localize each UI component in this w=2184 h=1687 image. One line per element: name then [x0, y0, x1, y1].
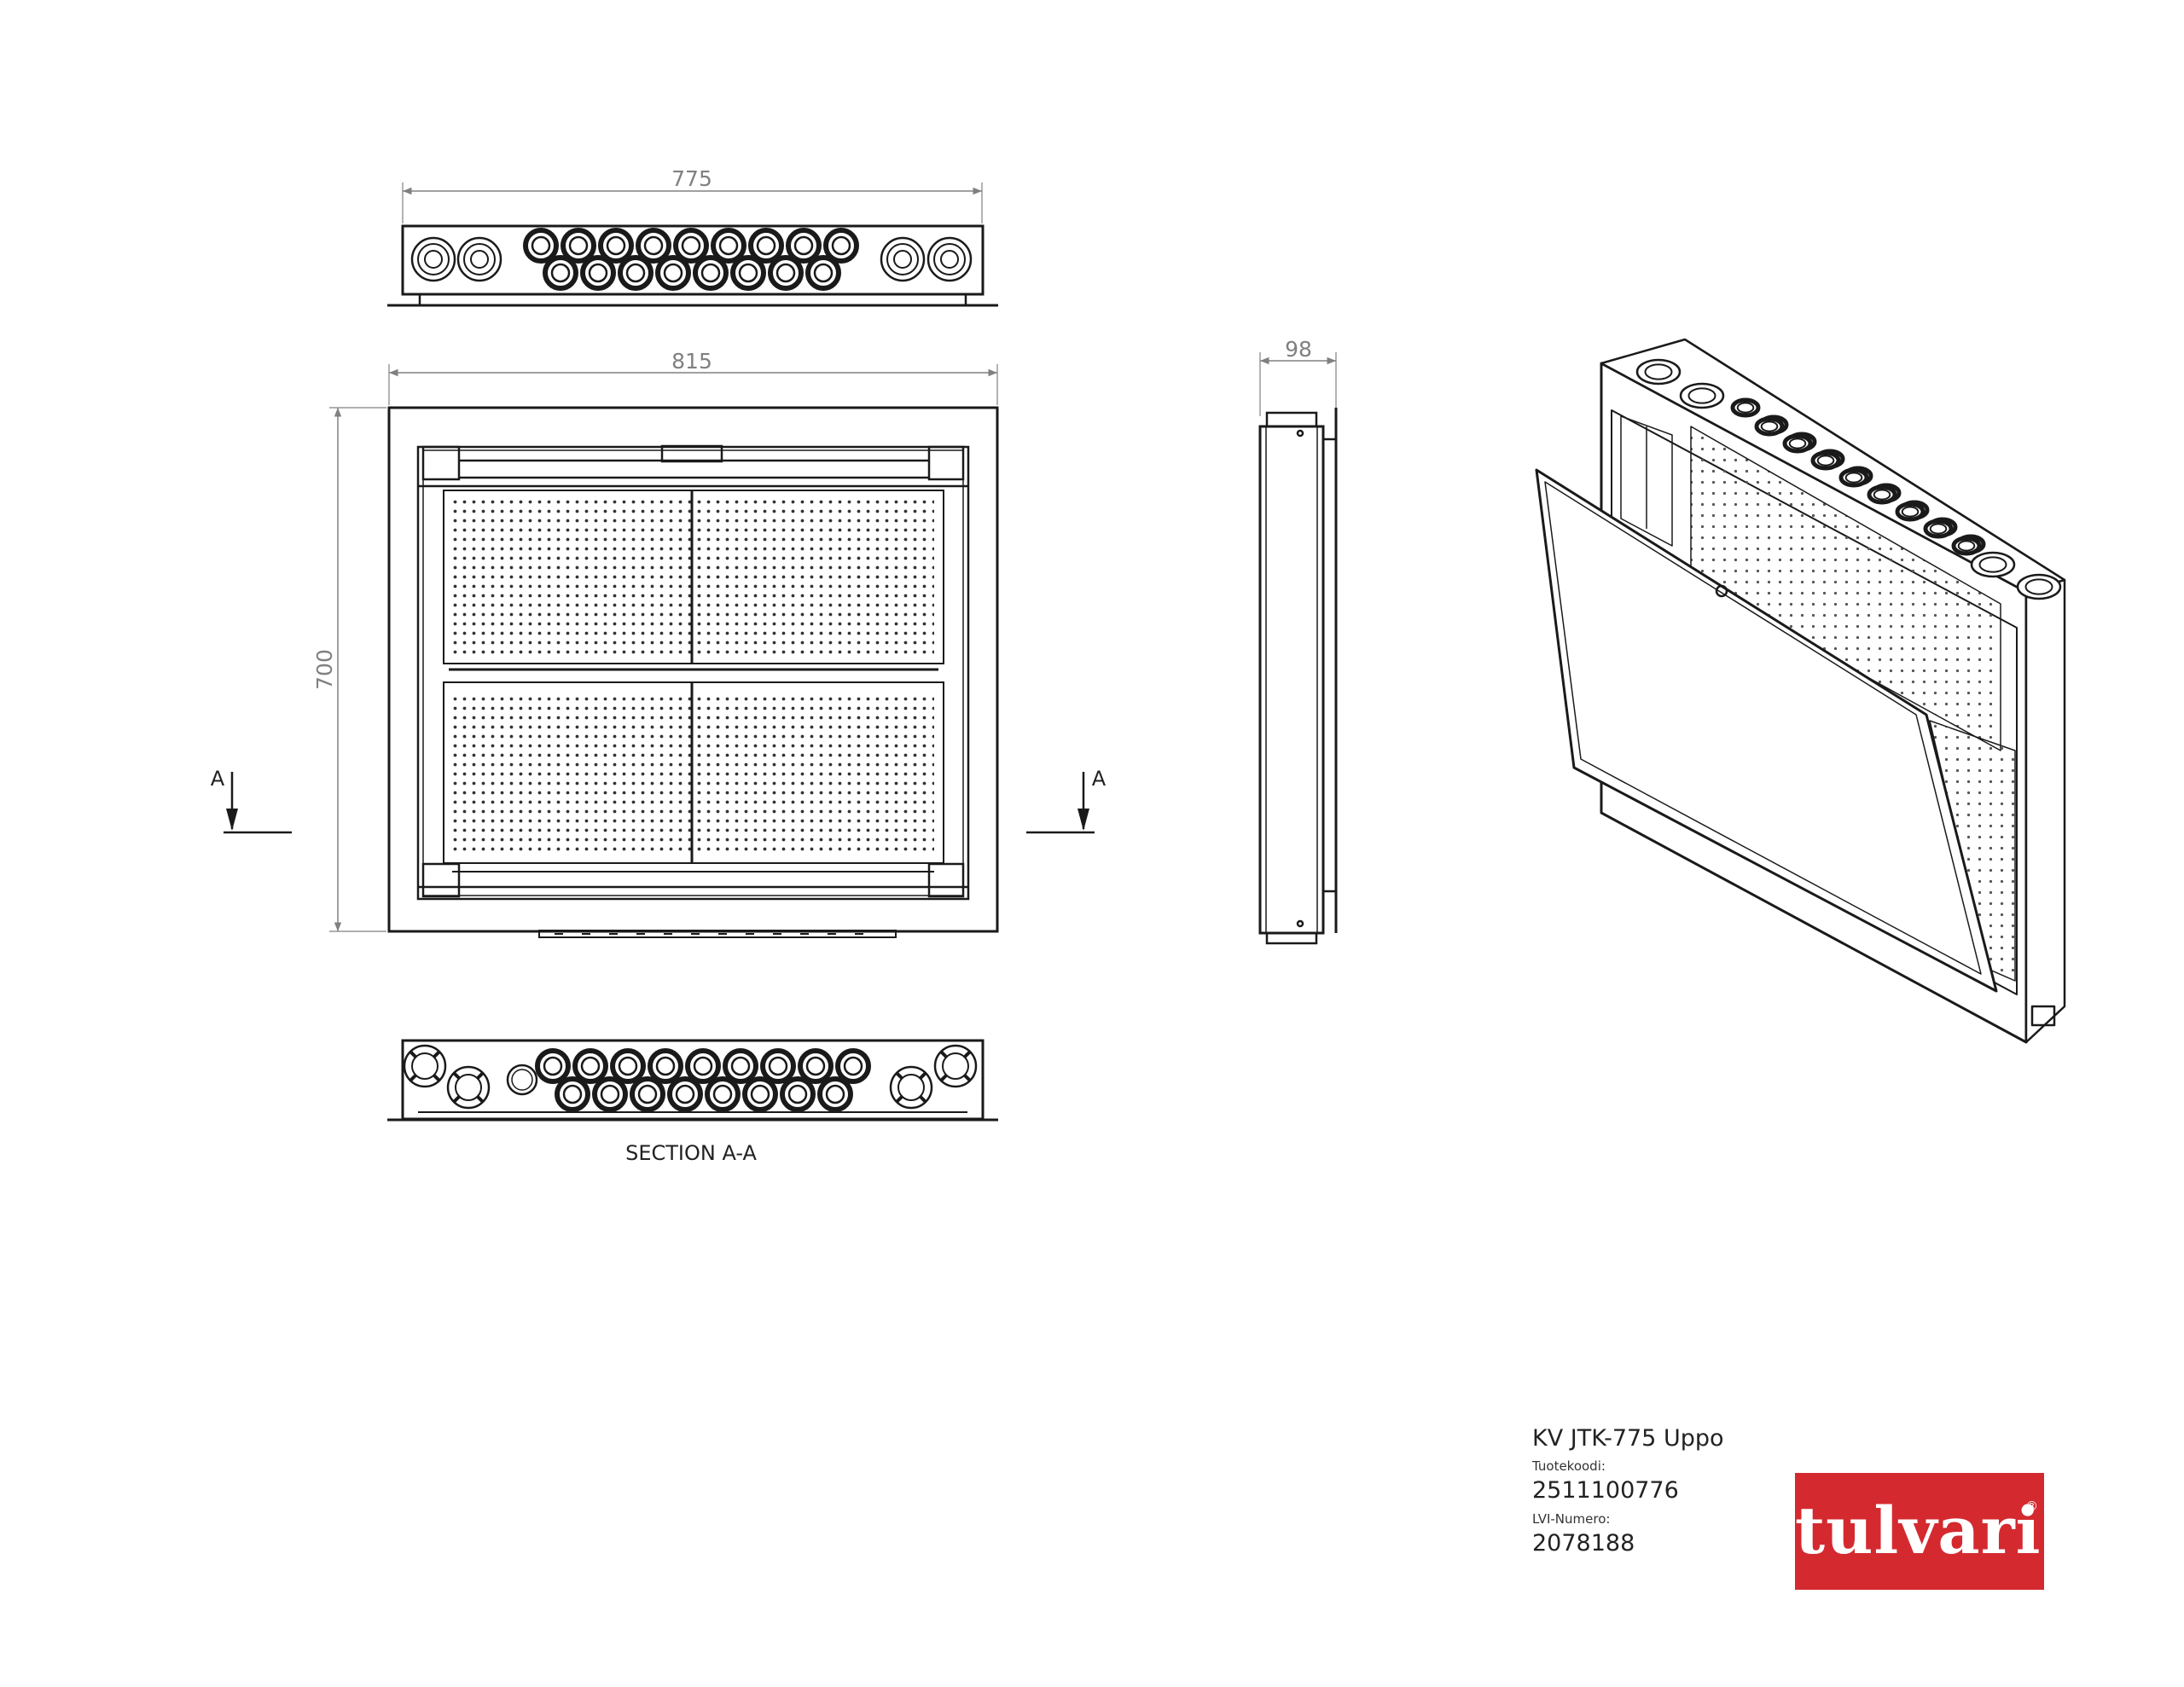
upper-perforated-panel [443, 490, 944, 664]
top-view-pipe-holes [410, 228, 973, 291]
section-a-a-view: SECTION A-A [387, 1039, 998, 1165]
title-block: KV JTK-775 Uppo Tuotekoodi: 2511100776 L… [1532, 1424, 1891, 1559]
section-marker-right: A [1026, 767, 1107, 834]
product-code-label: Tuotekoodi: [1532, 1458, 1606, 1474]
section-marker-right-label: A [1092, 767, 1107, 791]
dimension-775-label: 775 [671, 166, 712, 191]
dimension-700-label: 700 [312, 649, 337, 690]
side-view: 98 [1258, 337, 1338, 945]
side-body [1258, 425, 1325, 935]
logo-registered-mark: ® [2025, 1499, 2038, 1514]
dimension-98: 98 [1259, 337, 1337, 416]
section-pipe-holes [403, 1044, 978, 1112]
product-name: KV JTK-775 Uppo [1532, 1425, 1724, 1452]
lvi-number: 2078188 [1532, 1530, 1635, 1557]
iso-pipe-holes [1635, 358, 2062, 600]
section-marker-left: A [211, 767, 292, 834]
lock-icon [1715, 584, 1728, 598]
lvi-label: LVI-Numero: [1532, 1511, 1611, 1527]
dimension-815-label: 815 [671, 349, 712, 374]
logo-wordmark: tulvari [1795, 1493, 2042, 1568]
front-view: 815 700 [312, 349, 999, 938]
dimension-98-label: 98 [1285, 337, 1312, 362]
dimension-700: 700 [312, 407, 386, 932]
dimension-815: 815 [388, 349, 998, 405]
product-code: 2511100776 [1532, 1477, 1679, 1504]
isometric-view [1535, 338, 2066, 1044]
section-marker-left-label: A [211, 767, 225, 791]
section-caption: SECTION A-A [625, 1141, 757, 1165]
top-view-outline [401, 224, 985, 296]
iso-open-door [1535, 468, 1998, 993]
iso-right-face [2024, 578, 2066, 1044]
dimension-775: 775 [402, 166, 983, 223]
tulvari-logo: tulvari ® [1795, 1473, 2044, 1590]
top-view: 775 [387, 166, 998, 307]
lower-perforated-panel [443, 681, 944, 864]
